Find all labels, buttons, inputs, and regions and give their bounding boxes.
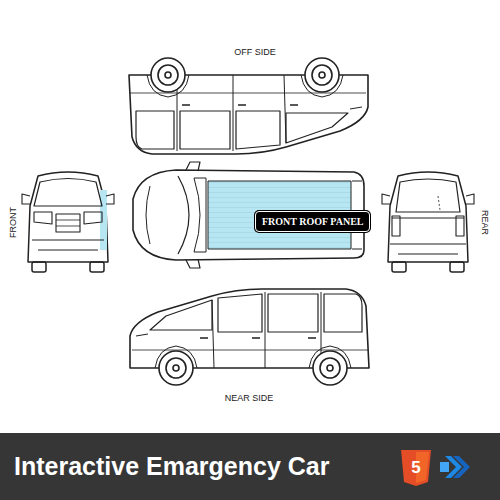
view-label: FRONT [9, 207, 18, 238]
tooltip-box: FRONT ROOF PANEL [255, 211, 370, 232]
view-label: OFF SIDE [234, 48, 276, 57]
tooltip-text: FRONT ROOF PANEL [256, 212, 369, 231]
rear-view [382, 172, 474, 272]
front-view [22, 172, 114, 272]
footer-title: Interactive Emargency Car [14, 454, 329, 479]
off-side-view [129, 58, 368, 154]
near-side-view [130, 289, 369, 385]
view-label: REAR [480, 209, 489, 234]
view-label: NEAR SIDE [225, 394, 274, 403]
logo-number: 5 [411, 459, 420, 476]
blue-logo [440, 456, 470, 478]
html5-shield [401, 450, 431, 486]
footer-bar [0, 433, 500, 500]
